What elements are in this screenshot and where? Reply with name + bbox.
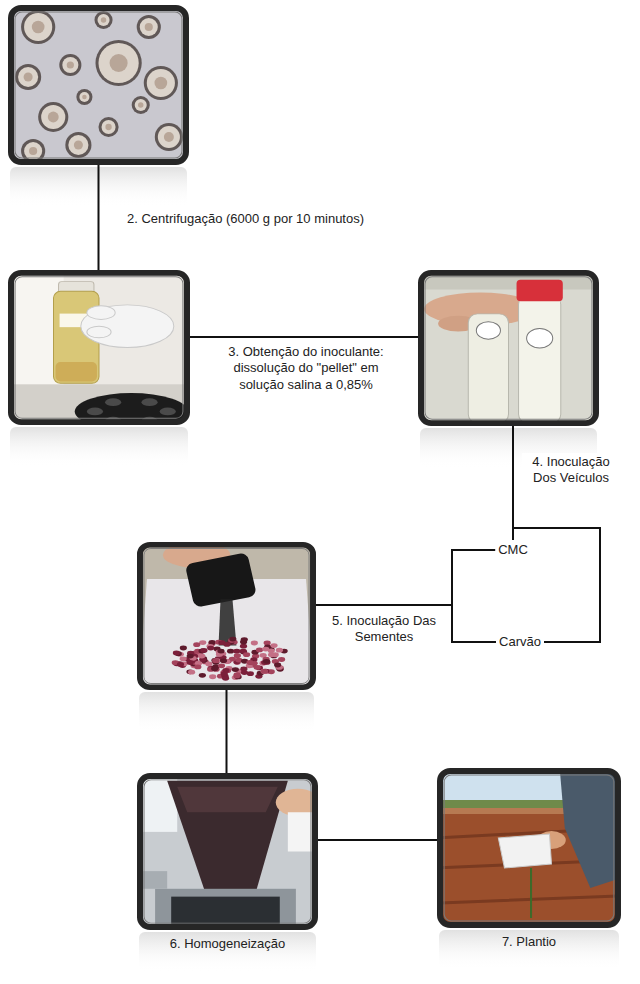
- vehicle-label: CMC: [498, 542, 528, 558]
- step-label: 3. Obtenção do inoculante: dissolução do…: [216, 343, 396, 394]
- photo: [8, 5, 189, 165]
- vehicle-node: CMC: [495, 540, 531, 560]
- connector: [226, 690, 228, 773]
- connector: [318, 839, 437, 841]
- photo: [437, 768, 621, 928]
- step-label: 2. Centrifugação (6000 g por 10 minutos): [125, 210, 419, 228]
- photo-frame: [8, 5, 189, 165]
- photo-frame: [418, 270, 599, 426]
- photo-box: [418, 270, 599, 426]
- photo: [8, 270, 190, 425]
- photo: [418, 270, 599, 426]
- photo: [137, 542, 316, 690]
- vehicle-label: Carvão: [499, 634, 541, 650]
- step-label: 5. Inoculação Das Sementes: [328, 612, 440, 647]
- photo-frame: [137, 542, 316, 690]
- photo-frame: [137, 773, 318, 930]
- step-caption: 6. Homogeneização: [137, 936, 318, 952]
- step-caption: 7. Plantio: [437, 934, 621, 950]
- photo-box: [8, 270, 190, 425]
- photo-frame: [8, 270, 190, 425]
- reflection: [10, 427, 188, 467]
- photo-box: [8, 5, 189, 165]
- photo-box: 7. Plantio: [437, 768, 621, 950]
- step-label: 4. Inoculação Dos Veículos: [522, 453, 620, 488]
- photo-box: 6. Homogeneização: [137, 773, 318, 952]
- vehicle-node: Carvão: [496, 632, 544, 652]
- photo-box: [137, 542, 316, 690]
- photo: [137, 773, 318, 930]
- connector: [98, 165, 100, 270]
- connector: [190, 336, 418, 338]
- photo-frame: [437, 768, 621, 928]
- connector: [316, 550, 495, 605]
